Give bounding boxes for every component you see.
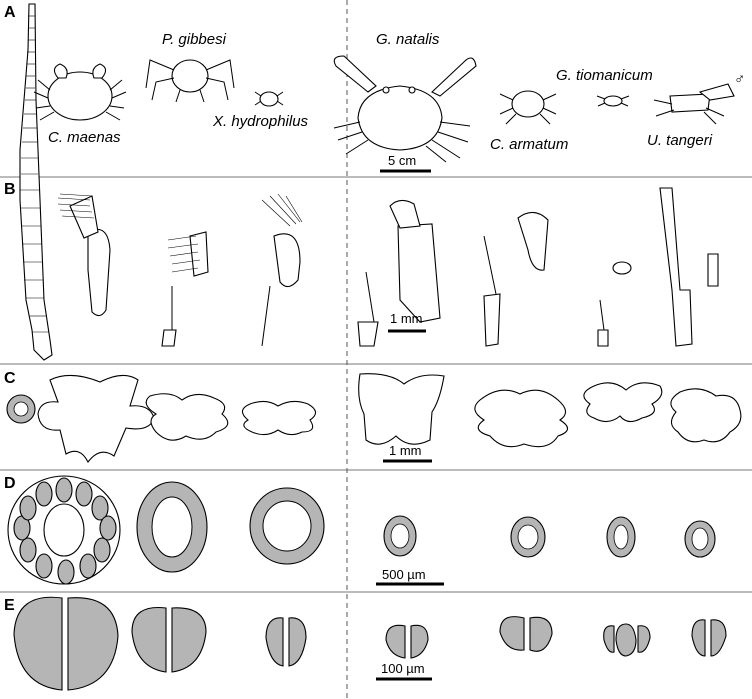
scale-label-b: 1 mm [390, 311, 423, 326]
appendage-g-tiomanicum [597, 261, 632, 347]
species-label-x-hydrophilus: X. hydrophilus [212, 113, 309, 130]
panel-label-c: C [4, 370, 16, 387]
outline-g-natalis [358, 373, 445, 445]
gill-section-x-hydrophilus [249, 487, 325, 565]
crab-u-tangeri [653, 83, 735, 125]
species-label-p-gibbesi: P. gibbesi [162, 31, 227, 48]
gill-section-g-tiomanicum [606, 516, 636, 558]
crab-g-tiomanicum [596, 95, 630, 107]
appendage-c-armatum [483, 211, 549, 347]
small-cross-section-c [6, 394, 36, 424]
species-label-g-tiomanicum: G. tiomanicum [556, 67, 653, 84]
lamella-x-hydrophilus [265, 617, 307, 667]
appendage-u-tangeri [659, 187, 719, 347]
lamella-g-natalis [385, 624, 429, 659]
species-label-u-tangeri: U. tangeri [647, 132, 713, 149]
lamella-c-maenas [13, 596, 119, 691]
scale-label-e: 100 µm [381, 661, 425, 676]
lamella-p-gibbesi [131, 606, 207, 673]
species-label-c-armatum: C. armatum [490, 136, 568, 153]
appendage-c-maenas [57, 193, 111, 317]
species-label-c-maenas: C. maenas [48, 129, 121, 146]
crab-x-hydrophilus [254, 91, 284, 107]
long-antennule-drawing [19, 3, 53, 361]
male-symbol: ♂ [734, 71, 745, 88]
panel-label-d: D [4, 475, 16, 492]
outline-c-armatum [474, 389, 569, 448]
outline-g-tiomanicum [583, 382, 663, 423]
scale-label-a: 5 cm [388, 153, 416, 168]
outline-u-tangeri [670, 388, 742, 443]
crab-c-maenas [33, 63, 127, 121]
crab-c-armatum [499, 90, 557, 125]
crab-p-gibbesi [145, 59, 235, 103]
appendage-g-natalis [357, 199, 441, 347]
scale-label-d: 500 µm [382, 567, 426, 582]
lamella-u-tangeri [691, 619, 727, 657]
appendage-x-hydrophilus [261, 193, 303, 347]
lamella-g-tiomanicum [603, 623, 651, 657]
outline-c-maenas [37, 374, 155, 464]
row-dividers [0, 176, 752, 593]
panel-label-e: E [4, 597, 15, 614]
panel-label-a: A [4, 4, 16, 21]
scale-label-c: 1 mm [389, 443, 422, 458]
gill-section-g-natalis [383, 515, 417, 557]
outline-p-gibbesi [145, 393, 229, 441]
panel-label-b: B [4, 181, 16, 198]
crab-g-natalis [333, 55, 477, 163]
gill-section-p-gibbesi [136, 481, 208, 573]
outline-x-hydrophilus [241, 400, 317, 436]
gill-section-c-maenas [7, 475, 121, 585]
gill-section-c-armatum [510, 516, 546, 558]
lamella-c-armatum [499, 616, 553, 652]
gill-section-u-tangeri [684, 520, 716, 558]
species-label-g-natalis: G. natalis [376, 31, 440, 48]
appendage-p-gibbesi [161, 231, 209, 347]
